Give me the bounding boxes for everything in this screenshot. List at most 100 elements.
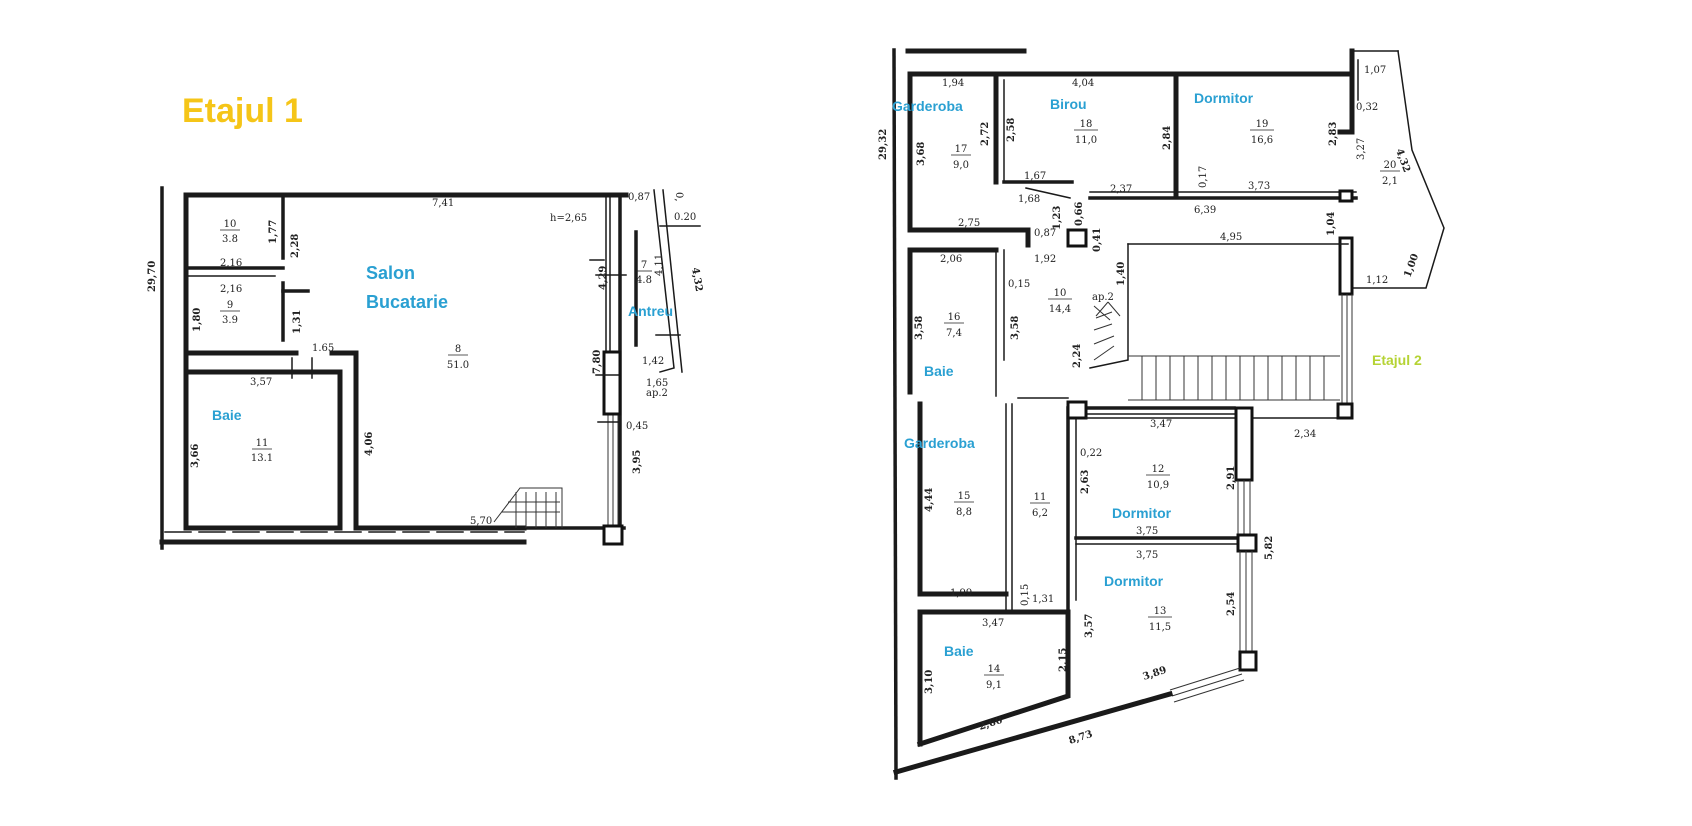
dim-overall-floor2: 29,32: [878, 129, 889, 160]
dim-357-f2: 3,57: [1084, 614, 1095, 638]
svg-text:19: 19: [1256, 119, 1269, 130]
dim-104: 1,04: [1326, 212, 1337, 236]
svg-text:14: 14: [988, 664, 1001, 675]
dim-015: 0,15: [1008, 279, 1030, 290]
room-11-number: 11 13.1: [251, 438, 273, 464]
room-label-salon: Salon: [366, 263, 415, 283]
wall-antreu-slant2: [662, 189, 683, 373]
dim-327: 3,27: [1356, 138, 1367, 160]
dim-404: 4,04: [1072, 78, 1094, 89]
dim-142: 1,42: [642, 356, 664, 367]
dim-254: 2,54: [1226, 592, 1237, 616]
room-20-number: 20 2,1: [1380, 160, 1400, 187]
wall-garderoba-top: [907, 71, 1031, 248]
dim-228: 2,28: [290, 234, 301, 258]
dim-570: 5,70: [470, 516, 492, 527]
room-8-number: 8 51.0: [447, 344, 469, 371]
dim-234: 2,34: [1294, 429, 1316, 440]
dim-123: 1,23: [1052, 206, 1063, 230]
room-label-baie-left: Baie: [924, 363, 954, 379]
dim-192: 1,92: [1034, 254, 1056, 265]
dim-022: 0,22: [1080, 448, 1102, 459]
window-right: [607, 412, 619, 528]
pillar-right-mid: [1338, 236, 1354, 296]
room-7-number: 7 4.8: [636, 260, 652, 286]
dim-180: 1,80: [192, 308, 203, 332]
dim-ap2-f2: ap.2: [1092, 292, 1114, 303]
room-11-f2-number: 11 6,2: [1030, 492, 1050, 519]
window-dormitor13: [1239, 551, 1253, 654]
svg-text:2,1: 2,1: [1382, 176, 1398, 187]
dim-087: 0,87: [628, 192, 650, 203]
svg-text:20: 20: [1384, 160, 1397, 171]
pillar-right: [602, 350, 622, 416]
dim-015b: 0,15: [1020, 584, 1031, 606]
dim-780: 7,80: [592, 350, 603, 374]
floor-1-title: Etajul 1: [182, 92, 303, 130]
dim-258: 2,58: [1006, 118, 1017, 142]
dim-406: 4,06: [364, 432, 375, 456]
stair-steps-f2: [1141, 356, 1325, 400]
room-label-baie: Baie: [212, 407, 242, 423]
floor-1-plan: Etajul 1: [147, 92, 704, 550]
room-label-dormitor-mid: Dormitor: [1112, 505, 1172, 521]
dim-045: 0,45: [626, 421, 648, 432]
dim-ap2-f1: ap.2: [646, 388, 668, 399]
dim-131: 1,31: [292, 310, 303, 334]
room-10-number: 10 3.8: [220, 219, 240, 245]
window-dormitor12: [1237, 480, 1251, 540]
room-19-number: 19 16,6: [1250, 119, 1274, 146]
stair-turn: [1093, 305, 1115, 361]
svg-text:18: 18: [1080, 119, 1093, 130]
dim-310: 3,10: [924, 670, 935, 694]
dim-168: 1,68: [1018, 194, 1040, 205]
wall-balcony: [1353, 50, 1445, 289]
pillar-dormitor13: [1236, 533, 1258, 553]
stair-outline: [493, 487, 563, 528]
svg-text:17: 17: [955, 144, 968, 155]
dim-873: 8,73: [1068, 729, 1095, 747]
dim-216a: 2,16: [220, 258, 242, 269]
svg-text:3.8: 3.8: [222, 234, 238, 245]
dim-373: 3,73: [1248, 181, 1270, 192]
wall-left-outer-f2: [892, 48, 898, 780]
svg-text:9,0: 9,0: [953, 160, 969, 171]
pillar-center: [1066, 228, 1088, 248]
wall-baie-right: [995, 249, 1005, 397]
dim-357: 3,57: [250, 377, 272, 388]
room-10-f2-number: 10 14,4: [1048, 288, 1072, 315]
stair-arrow: [1095, 301, 1121, 317]
svg-text:10: 10: [1054, 288, 1067, 299]
dim-020: 0.20: [674, 212, 696, 223]
dim-215: 2,15: [1058, 648, 1069, 672]
dim-131-f2: 1,31: [1032, 594, 1054, 605]
svg-text:16: 16: [948, 312, 961, 323]
dim-066: 0,66: [1074, 202, 1085, 226]
svg-text:8,8: 8,8: [956, 507, 972, 518]
dim-375b: 3,75: [1136, 550, 1158, 561]
wall-bath-outer: [329, 350, 359, 531]
svg-text:51.0: 51.0: [447, 360, 469, 371]
dim-167: 1,67: [1024, 171, 1046, 182]
dim-347a: 3,47: [1150, 419, 1172, 430]
svg-text:7: 7: [641, 260, 647, 271]
svg-text:3.9: 3.9: [222, 315, 238, 326]
dim-100: 1,00: [1402, 252, 1421, 279]
room-15-number: 15 8,8: [954, 491, 974, 518]
dim-224: 2,24: [1072, 344, 1083, 368]
wall-bottom-diag: [892, 690, 1174, 776]
dim-639: 6,39: [1194, 205, 1216, 216]
dim-199: 1,99: [950, 588, 972, 599]
dim-h: h=2,65: [550, 213, 587, 224]
wall-bath: [183, 369, 343, 531]
pillar-corner: [602, 524, 624, 546]
room-label-dormitor-top: Dormitor: [1194, 90, 1254, 106]
dim-284: 2,84: [1162, 126, 1173, 150]
pillar-bottom-right: [1238, 650, 1258, 672]
pillar-dormitor12: [1066, 400, 1088, 420]
dim-389: 3,89: [1142, 665, 1169, 683]
stair-steps: [502, 492, 560, 528]
svg-text:9: 9: [227, 300, 233, 311]
svg-text:7,4: 7,4: [946, 328, 962, 339]
